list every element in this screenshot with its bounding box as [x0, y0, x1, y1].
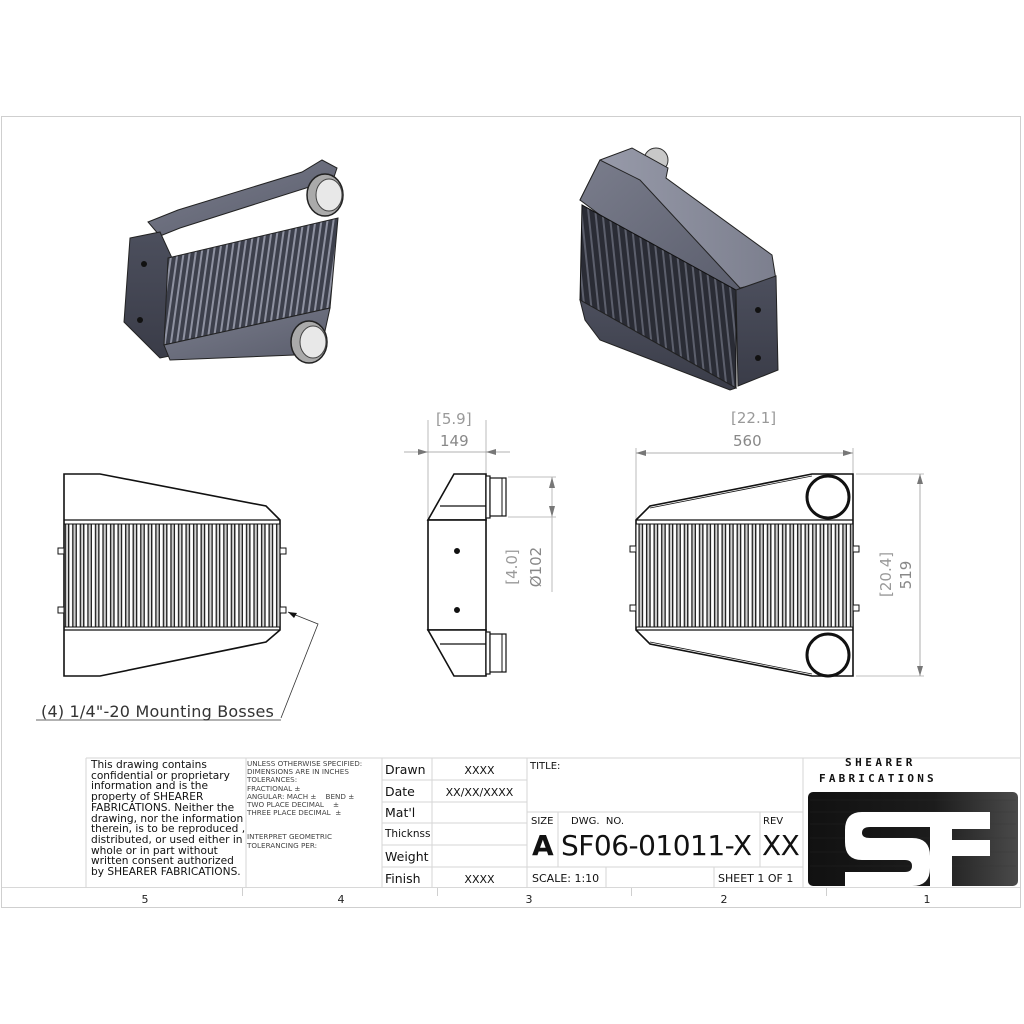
- isometric-view-left: [123, 159, 344, 364]
- zone-number-1: 1: [923, 893, 931, 906]
- thickness-label: Thicknss: [385, 828, 431, 840]
- date-value: XX/XX/XXXX: [445, 786, 514, 799]
- tolerance-line: THREE PLACE DECIMAL ±: [247, 808, 342, 818]
- tolerance-line: TOLERANCING PER:: [247, 840, 318, 850]
- revision-value: XX: [762, 829, 800, 862]
- drawing-number-value: SF06-01011-X: [561, 829, 752, 862]
- zone-divider: [631, 888, 632, 896]
- finish-label: Finish: [385, 871, 421, 886]
- tolerance-line: FRACTIONAL ±: [247, 783, 301, 793]
- front-height-inch-dimension: [20.4]: [877, 551, 895, 597]
- zone-number-2: 2: [720, 893, 728, 906]
- drawing-frame: [1, 116, 1021, 888]
- side-view: [404, 420, 556, 677]
- weight-label: Weight: [385, 849, 429, 864]
- tolerance-line: ANGULAR: MACH ± BEND ±: [247, 791, 355, 801]
- front-width-mm-dimension: 560: [733, 432, 762, 450]
- confidentiality-notice: This drawing contains confidential or pr…: [91, 759, 246, 879]
- zone-number-5: 5: [141, 893, 149, 906]
- revision-label: REV: [763, 816, 784, 827]
- company-name-line2: FABRICATIONS: [819, 772, 937, 785]
- date-label: Date: [385, 784, 415, 799]
- tolerance-line: UNLESS OTHERWISE SPECIFIED:: [247, 759, 363, 768]
- company-logo: [808, 792, 1018, 886]
- tolerance-line: INTERPRET GEOMETRIC: [247, 832, 333, 842]
- drawn-value: XXXX: [464, 764, 495, 777]
- drawing-number-label: DWG. NO.: [571, 816, 624, 827]
- drawn-label: Drawn: [385, 762, 426, 777]
- sheet-text: SHEET 1 OF 1: [718, 872, 794, 885]
- material-label: Mat'l: [385, 805, 416, 820]
- zone-divider: [437, 888, 438, 896]
- isometric-view-right: [579, 147, 779, 391]
- mounting-bosses-callout: (4) 1/4"-20 Mounting Bosses: [41, 702, 275, 721]
- tolerance-notes: UNLESS OTHERWISE SPECIFIED: DIMENSIONS A…: [247, 759, 382, 850]
- sheet-border: [1, 116, 1021, 908]
- zone-number-4: 4: [337, 893, 345, 906]
- title-block-grid: [85, 757, 1021, 888]
- pipe-diameter-inch-dimension: [4.0]: [503, 549, 521, 585]
- front-width-inch-dimension: [22.1]: [731, 409, 777, 427]
- size-label: SIZE: [531, 816, 554, 827]
- size-value: A: [532, 829, 554, 862]
- zone-divider: [242, 888, 243, 896]
- zone-number-3: 3: [525, 893, 533, 906]
- scale-text: SCALE: 1:10: [532, 872, 600, 885]
- front-height-mm-dimension: 519: [897, 560, 915, 590]
- side-width-inch-dimension: [5.9]: [436, 410, 472, 428]
- title-label: TITLE:: [530, 761, 561, 772]
- pipe-diameter-mm-dimension: Ø102: [527, 546, 545, 588]
- rear-view: [36, 473, 319, 721]
- tolerance-line: DIMENSIONS ARE IN INCHES: [247, 767, 349, 777]
- front-view: [629, 448, 924, 678]
- company-name-line1: SHEARER: [845, 756, 916, 769]
- finish-value: XXXX: [464, 873, 495, 886]
- side-width-mm-dimension: 149: [440, 432, 469, 450]
- zone-divider: [826, 888, 827, 896]
- tolerance-line: TOLERANCES:: [247, 775, 298, 785]
- tolerance-line: TWO PLACE DECIMAL ±: [247, 800, 340, 810]
